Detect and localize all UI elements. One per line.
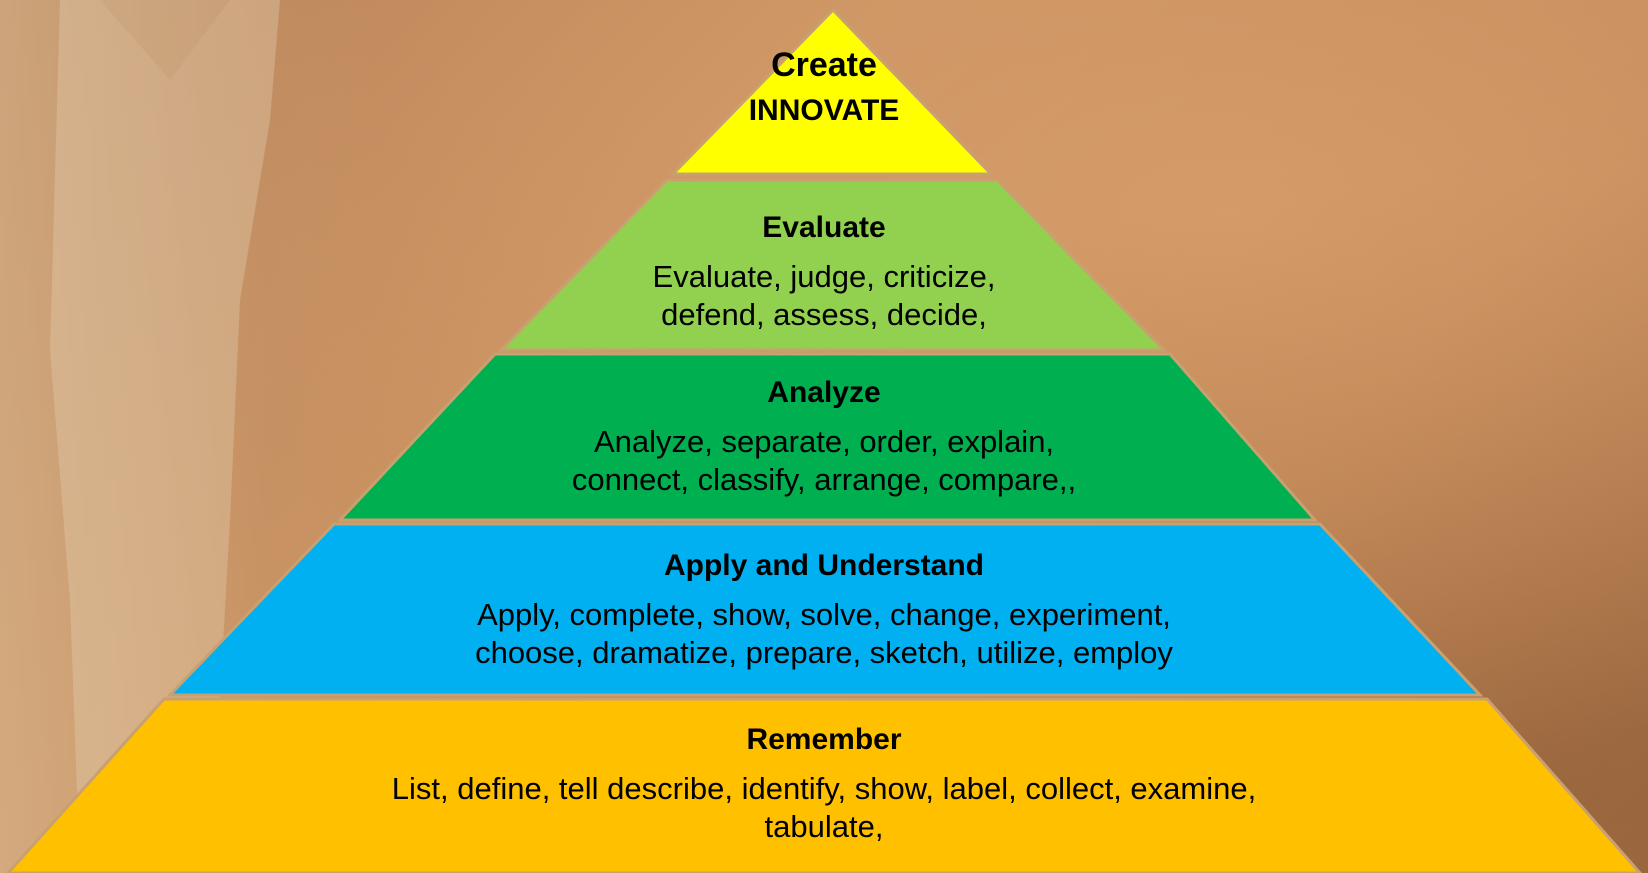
tier-create-subtitle: INNOVATE bbox=[748, 94, 900, 127]
tier-remember-line2: tabulate, bbox=[764, 809, 884, 844]
tier-analyze-shape bbox=[336, 352, 1319, 522]
tier-evaluate-title: Evaluate bbox=[762, 211, 886, 244]
tier-create-title: Create bbox=[771, 46, 877, 84]
tier-remember-shape bbox=[5, 697, 1642, 873]
tier-apply-shape bbox=[166, 522, 1484, 697]
tier-analyze-title: Analyze bbox=[767, 376, 881, 409]
tier-evaluate: Evaluate Evaluate, judge, criticize, def… bbox=[0, 210, 1648, 334]
tier-analyze: Analyze Analyze, separate, order, explai… bbox=[0, 375, 1648, 499]
tier-apply: Apply and Understand Apply, complete, sh… bbox=[0, 548, 1648, 672]
background-figure bbox=[50, 0, 280, 873]
tier-remember-title: Remember bbox=[746, 723, 902, 756]
tier-analyze-line2: connect, classify, arrange, compare,, bbox=[571, 462, 1077, 497]
tier-remember: Remember List, define, tell describe, id… bbox=[0, 722, 1648, 846]
tier-create: Create INNOVATE bbox=[0, 45, 1648, 129]
tier-evaluate-shape bbox=[497, 178, 1168, 352]
tier-apply-line2: choose, dramatize, prepare, sketch, util… bbox=[475, 635, 1173, 670]
tier-evaluate-line2: defend, assess, decide, bbox=[661, 297, 987, 332]
tier-evaluate-line1: Evaluate, judge, criticize, bbox=[652, 259, 996, 294]
tier-apply-title: Apply and Understand bbox=[663, 549, 985, 582]
tier-remember-line1: List, define, tell describe, identify, s… bbox=[391, 771, 1257, 806]
tier-analyze-line1: Analyze, separate, order, explain, bbox=[593, 424, 1055, 459]
tier-create-shape bbox=[669, 7, 995, 176]
tier-apply-line1: Apply, complete, show, solve, change, ex… bbox=[477, 597, 1171, 632]
